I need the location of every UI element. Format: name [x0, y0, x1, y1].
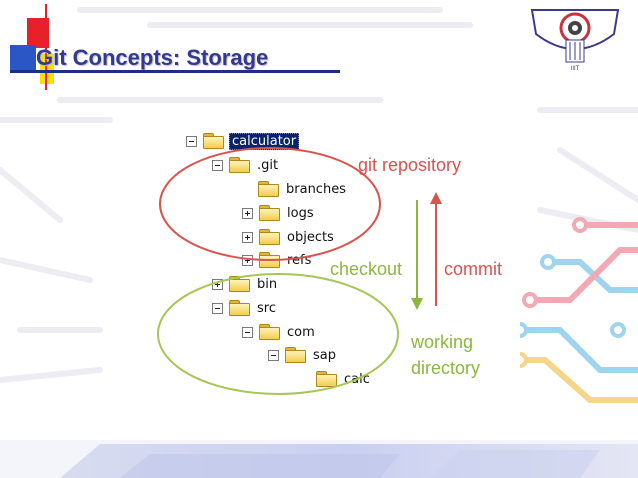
checkout-arrow-head: [411, 298, 423, 310]
folder-icon: [203, 133, 224, 149]
directory-label: directory: [411, 358, 481, 378]
folder-icon: [259, 205, 280, 221]
tree-item-sap[interactable]: sap: [268, 345, 338, 365]
commit-label: commit: [444, 259, 502, 279]
footer-band: [0, 440, 638, 478]
tree-item-label: bin: [257, 276, 278, 292]
tree-item-refs[interactable]: refs: [242, 250, 313, 270]
header-vertical-line: [45, 4, 47, 90]
git-repository-label: git repository: [358, 155, 462, 175]
folder-icon: [229, 157, 250, 173]
tree-item-label: sap: [313, 347, 336, 363]
slide-title: Git Concepts: Storage: [36, 45, 269, 70]
collapse-icon[interactable]: [212, 159, 223, 171]
folder-icon: [316, 371, 337, 387]
tree-item-label: com: [287, 324, 315, 340]
folder-icon: [258, 181, 279, 197]
collapse-icon[interactable]: [268, 349, 279, 361]
tree-item-label: .git: [257, 157, 279, 173]
commit-arrow-head: [430, 192, 442, 204]
folder-icon: [259, 252, 280, 268]
collapse-icon[interactable]: [212, 302, 223, 314]
header-blue-square: [10, 45, 36, 70]
header-red-square: [27, 18, 49, 48]
title-underline: [10, 70, 340, 73]
tree-item-label: branches: [286, 181, 346, 197]
header-yellow-square: [40, 54, 54, 84]
checkout-label: checkout: [330, 259, 403, 279]
tree-item-bin[interactable]: bin: [212, 274, 279, 294]
collapse-icon[interactable]: [242, 326, 253, 338]
working-label: working: [411, 332, 474, 352]
tree-item-label: logs: [287, 205, 314, 221]
collapse-icon[interactable]: [186, 135, 197, 147]
git-repository-ellipse: [159, 147, 381, 261]
tree-item-branches[interactable]: branches: [258, 179, 348, 199]
folder-icon: [259, 324, 280, 340]
tree-item-com[interactable]: com: [242, 322, 317, 342]
tree-item-git[interactable]: .git: [212, 155, 280, 175]
tree-item-src[interactable]: src: [212, 298, 278, 318]
folder-icon: [229, 300, 250, 316]
working-directory-ellipse: [157, 273, 399, 395]
tree-item-objects[interactable]: objects: [242, 227, 336, 247]
institute-logo: IIIT: [530, 9, 620, 72]
tree-item-label: objects: [287, 229, 334, 245]
folder-icon: [259, 229, 280, 245]
tree-item-label: src: [257, 300, 276, 316]
tree-item-logs[interactable]: logs: [242, 203, 316, 223]
folder-icon: [285, 347, 306, 363]
expand-icon[interactable]: [242, 231, 253, 243]
logo-caption: IIIT: [571, 66, 580, 72]
expand-icon[interactable]: [242, 207, 253, 219]
